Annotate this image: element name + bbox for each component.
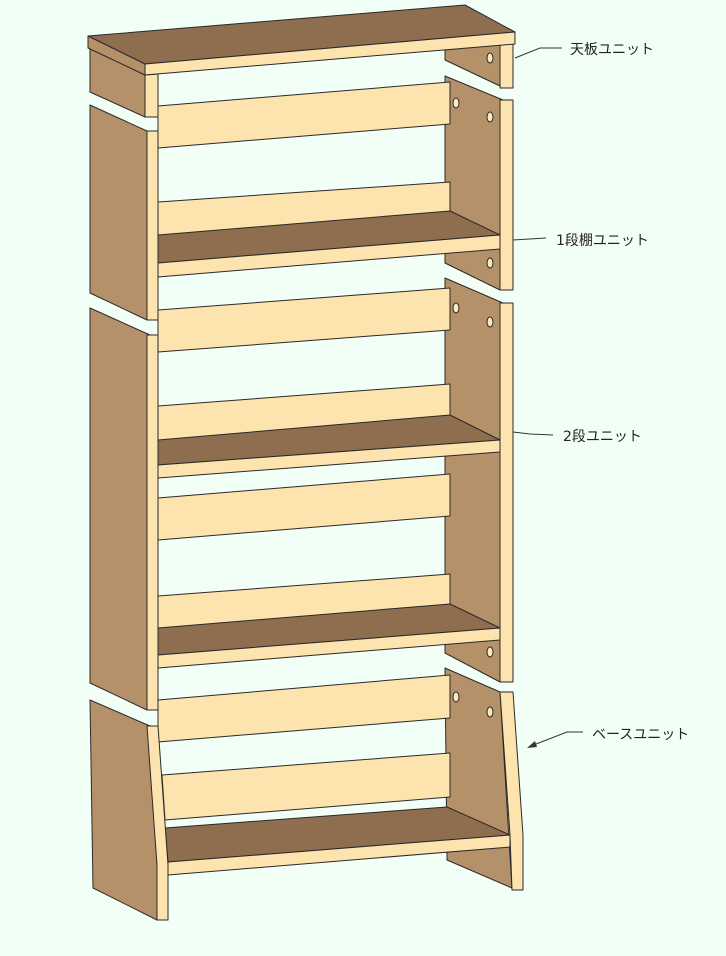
label-base-unit: ベースユニット xyxy=(592,727,690,743)
leader-line-one-shelf xyxy=(512,237,547,241)
label-two-shelf-unit: 2段ユニット xyxy=(563,429,642,445)
one-shelf-unit xyxy=(89,75,514,321)
label-one-shelf-unit: 1段棚ユニット xyxy=(556,233,649,249)
leader-line-top-unit xyxy=(514,47,562,59)
label-top-unit: 天板ユニット xyxy=(570,42,654,58)
base-unit xyxy=(89,667,524,921)
two-shelf-unit xyxy=(89,277,514,711)
leader-arrow-base xyxy=(530,731,583,747)
leader-line-two-shelf xyxy=(512,431,554,436)
top-unit xyxy=(87,4,516,118)
arrowhead-icon xyxy=(527,741,537,748)
